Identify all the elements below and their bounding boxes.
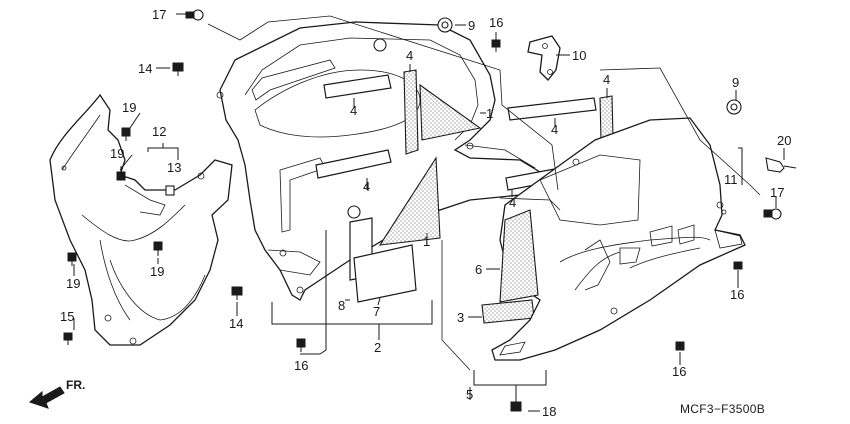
fasteners	[63, 9, 797, 412]
callout-9: 9	[468, 18, 476, 33]
bracket-10	[527, 35, 561, 81]
callout-7: 7	[373, 304, 381, 319]
callout-4: 4	[509, 195, 517, 210]
triangle-pads	[378, 83, 482, 246]
callout-19: 19	[150, 264, 165, 279]
callout-5: 5	[466, 387, 474, 402]
callout-12: 12	[152, 124, 167, 139]
callout-4: 4	[406, 48, 414, 63]
callout-15: 15	[60, 309, 75, 324]
callout-2: 2	[374, 340, 382, 355]
callout-17: 17	[152, 7, 167, 22]
callout-4: 4	[551, 122, 559, 137]
callout-8: 8	[338, 298, 346, 313]
callout-1: 1	[423, 234, 431, 249]
callout-20: 20	[777, 133, 792, 148]
drawing-code: MCF3−F3500B	[680, 402, 766, 416]
callout-1: 1	[486, 106, 494, 121]
group-outlines	[207, 15, 761, 371]
front-direction-arrow	[28, 386, 65, 409]
callout-17: 17	[770, 185, 785, 200]
callout-4: 4	[603, 72, 611, 87]
callout-16: 16	[489, 15, 504, 30]
right-under-cowl	[491, 117, 746, 361]
callout-16: 16	[294, 358, 309, 373]
callout-4: 4	[363, 179, 371, 194]
callout-14: 14	[138, 61, 153, 76]
callout-6: 6	[475, 262, 483, 277]
leader-lines	[73, 13, 785, 412]
callout-13: 13	[167, 160, 182, 175]
callout-11: 11	[724, 172, 738, 187]
left-inner-cover	[49, 93, 233, 346]
callout-4: 4	[350, 103, 358, 118]
callout-10: 10	[572, 48, 587, 63]
callout-19: 19	[122, 100, 137, 115]
callout-3: 3	[457, 310, 465, 325]
callout-16: 16	[672, 364, 687, 379]
callout-19: 19	[66, 276, 81, 291]
callout-19: 19	[110, 146, 125, 161]
callout-18: 18	[542, 404, 557, 419]
front-direction-label: FR.	[66, 378, 86, 392]
callout-14: 14	[229, 316, 244, 331]
pads-7-8	[349, 217, 417, 303]
callout-9: 9	[732, 75, 740, 90]
callout-16: 16	[730, 287, 745, 302]
